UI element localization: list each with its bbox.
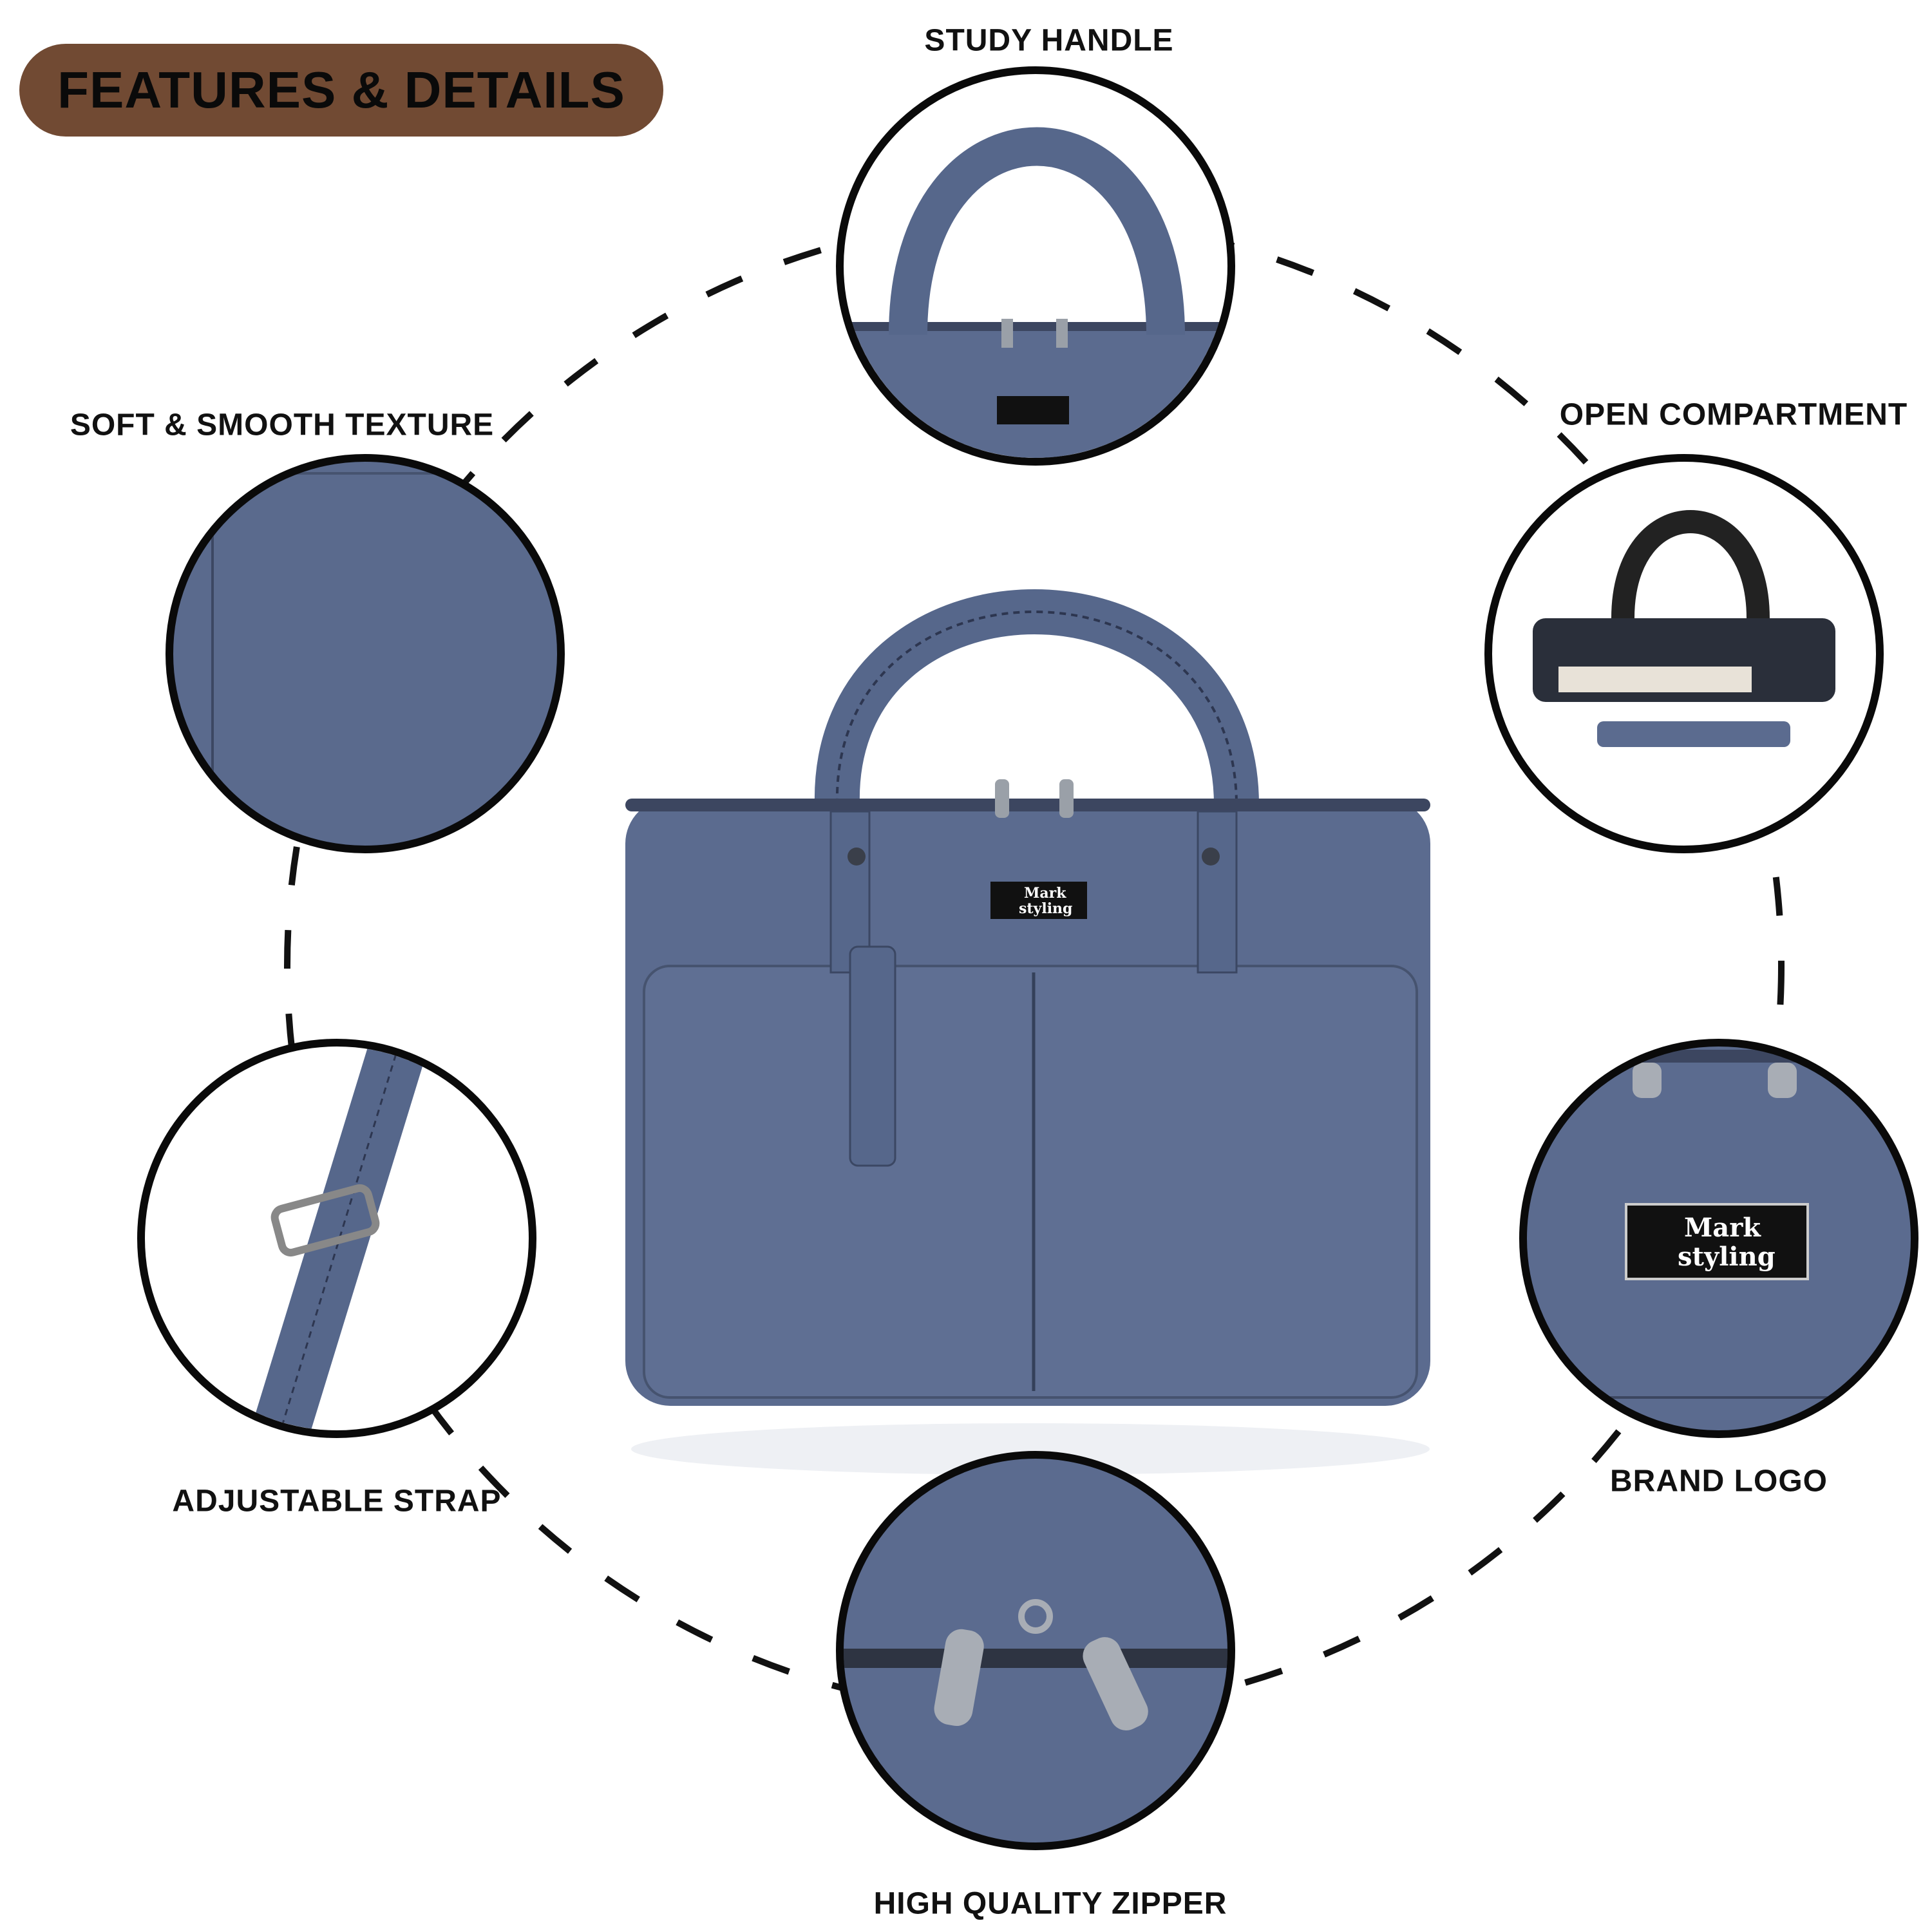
label-study-handle: STUDY HANDLE: [924, 23, 1174, 58]
page-title: FEATURES & DETAILS: [57, 61, 625, 118]
label-adjustable-strap: ADJUSTABLE STRAP: [172, 1484, 502, 1519]
label-open-compartment: OPEN COMPARTMENT: [1559, 397, 1908, 432]
brand-badge: Mark styling: [990, 882, 1087, 919]
bag-image: Mark styling: [625, 589, 1430, 1475]
features-header-pill: FEATURES & DETAILS: [19, 44, 663, 137]
svg-text:styling: styling: [1019, 900, 1072, 917]
svg-text:Mark: Mark: [1024, 885, 1066, 902]
detail-study-handle: [836, 66, 1235, 466]
svg-text:Mark: Mark: [1684, 1213, 1761, 1243]
detail-adjustable-strap: [137, 1039, 536, 1438]
label-soft-texture: SOFT & SMOOTH TEXTURE: [70, 408, 495, 442]
detail-open-compartment: [1484, 454, 1884, 853]
detail-zipper: [836, 1451, 1235, 1850]
svg-text:styling: styling: [1678, 1242, 1776, 1272]
detail-brand-logo: Mark styling: [1519, 1039, 1918, 1438]
label-high-quality-zipper: HIGH QUALITY ZIPPER: [873, 1886, 1227, 1921]
label-brand-logo: BRAND LOGO: [1610, 1464, 1828, 1499]
detail-soft-texture: [166, 454, 565, 853]
